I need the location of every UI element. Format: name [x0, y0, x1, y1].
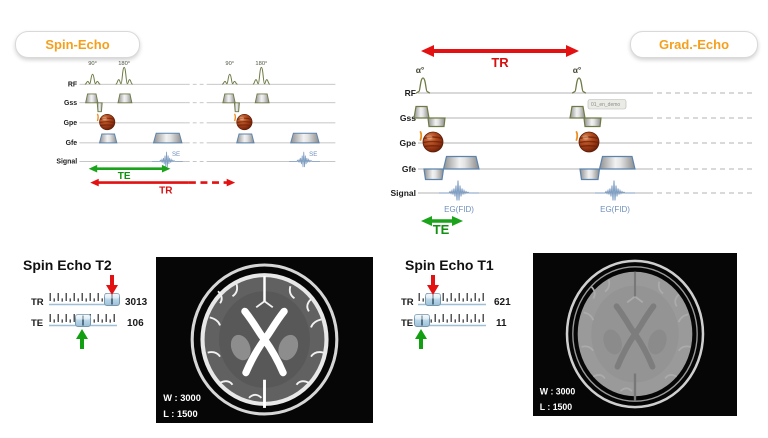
tr-label-right: TR: [491, 55, 509, 70]
row-label-gss: Gss: [64, 100, 77, 107]
egfid-label-1: EG(FID): [444, 205, 474, 214]
t2-panel-title: Spin Echo T2: [23, 257, 112, 273]
row-label-rf-right: RF: [405, 88, 416, 98]
row-label-signal-right: Signal: [390, 188, 416, 198]
phase-encode-ball-icon-2: [234, 113, 253, 131]
t2-tr-value: 3013: [125, 297, 148, 308]
t2-brain-image: W : 3000 L : 1500: [156, 257, 373, 423]
row-label-signal: Signal: [56, 159, 77, 166]
rf-90-label-2: 90°: [225, 61, 234, 67]
row-label-gfe: Gfe: [66, 140, 78, 147]
t1-brain-image: W : 3000 L : 1500: [533, 253, 737, 416]
rf-180-label-2: 180°: [255, 61, 267, 67]
gfe-gradient-pulses-icon: [98, 132, 320, 144]
te-pointer-up-arrow-icon: [76, 329, 88, 349]
spin-echo-pill-button[interactable]: Spin-Echo: [15, 31, 140, 58]
spin-echo-pill-label: Spin-Echo: [45, 37, 110, 52]
tr-pointer-down-arrow-icon: [106, 275, 118, 295]
gss-tooltip-text: 01_en_demo: [591, 102, 620, 108]
row-label-gpe-right: Gpe: [399, 138, 416, 148]
t2-sulci: [207, 283, 324, 399]
tr-arrow: TR: [90, 178, 236, 197]
alpha-label-2: α°: [573, 65, 582, 75]
grad-echo-pill-button[interactable]: Grad.-Echo: [630, 31, 758, 58]
gss-gradient-pulses-right-icon: [413, 105, 602, 128]
grad-echo-sequence-diagram: TR α° α° RF Gss Gpe Gfe Signal 01_en_dem…: [390, 45, 753, 237]
t2-ventricles: [241, 307, 288, 377]
spin-echo-sequence-diagram: RF Gss Gpe Gfe Signal 90° 180° 90° 180°: [56, 61, 336, 197]
t2-level-value: L : 1500: [163, 409, 197, 419]
t1-ventricles: [613, 303, 657, 370]
t1-tr-slider-handle[interactable]: [425, 293, 441, 306]
t1-te-slider-handle[interactable]: [414, 314, 430, 327]
t2-tr-slider-handle[interactable]: [104, 293, 120, 306]
phase-encode-ball-icon: [96, 113, 116, 131]
rf-90-label: 90°: [88, 61, 97, 67]
rf-alpha-pulses-icon: [415, 77, 587, 94]
te-arrow: TE: [88, 164, 171, 182]
se-label-1: SE: [172, 151, 180, 158]
t2-tr-slider-label: TR: [31, 297, 44, 308]
tr-label: TR: [159, 186, 173, 197]
egfid-label-2: EG(FID): [600, 205, 630, 214]
phase-encode-ball-right-icon-2: [575, 131, 600, 153]
gfe-gradient-pulses-right-icon: [423, 155, 636, 181]
t2-window-value: W : 3000: [163, 393, 201, 403]
alpha-label-1: α°: [416, 65, 425, 75]
t1-tr-value: 621: [494, 297, 511, 308]
rf-180-label: 180°: [118, 61, 130, 67]
row-label-gss-right: Gss: [400, 113, 416, 123]
t2-te-slider-handle[interactable]: [75, 314, 91, 327]
t2-tr-slider[interactable]: [35, 288, 135, 314]
t1-tr-slider-label: TR: [401, 297, 414, 308]
tr-pointer-down-arrow-right-icon: [427, 275, 439, 295]
t1-window-value: W : 3000: [540, 386, 575, 396]
t1-te-value: 11: [496, 318, 507, 329]
se-label-2: SE: [309, 151, 317, 158]
te-label: TE: [118, 171, 131, 182]
t1-te-slider-label: TE: [401, 318, 414, 329]
rf-sinc-pulses-icon: [84, 66, 271, 85]
gss-gradient-pulses-icon: [85, 93, 270, 113]
gss-tooltip: 01_en_demo: [587, 99, 627, 110]
t1-panel-title: Spin Echo T1: [405, 257, 494, 273]
t1-te-slider[interactable]: [404, 309, 504, 335]
row-label-gfe-right: Gfe: [402, 164, 416, 174]
t1-sulci: [581, 279, 691, 392]
te-arrow-right: TE: [421, 216, 463, 237]
t2-te-value: 106: [127, 318, 144, 329]
row-label-gpe: Gpe: [64, 120, 78, 127]
phase-encode-ball-right-icon: [419, 131, 444, 153]
t2-te-slider[interactable]: [35, 309, 135, 335]
t1-tr-slider[interactable]: [404, 288, 504, 314]
t2-te-slider-label: TE: [31, 318, 44, 329]
row-label-rf: RF: [68, 82, 77, 89]
gradient-echo-waveform-icon: [438, 180, 636, 201]
te-pointer-up-arrow-right-icon: [415, 329, 427, 349]
t1-level-value: L : 1500: [540, 402, 572, 412]
grad-echo-pill-label: Grad.-Echo: [658, 37, 730, 52]
tr-arrow-top: TR: [421, 45, 579, 70]
te-label-right: TE: [433, 222, 450, 237]
